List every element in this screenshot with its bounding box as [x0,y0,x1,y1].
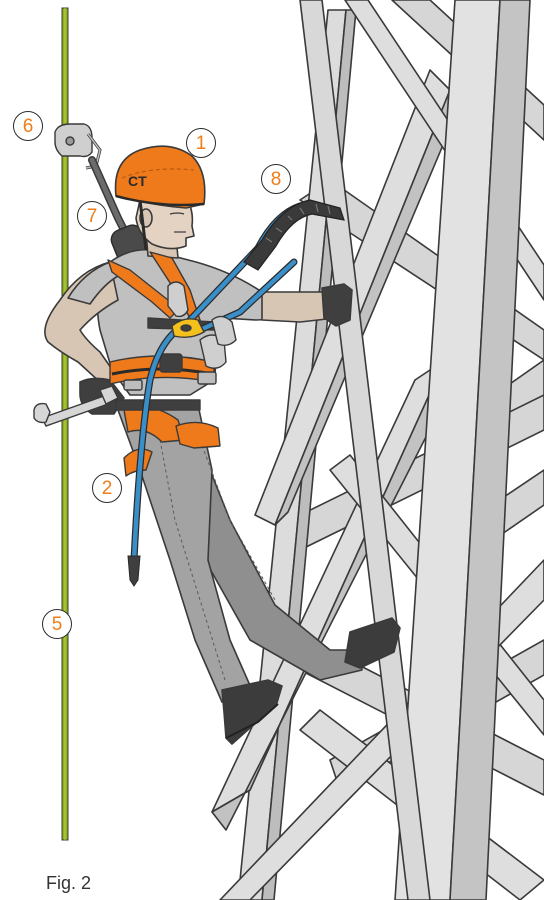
callout-6: 6 [13,111,43,141]
helmet: CT [116,146,205,208]
helmet-logo: CT [128,173,147,189]
callout-5: 5 [42,609,72,639]
pylon-structure [212,0,544,900]
callout-2: 2 [92,473,122,503]
harness-leg-loop [176,422,220,448]
callout-7: 7 [77,201,107,231]
callout-1: 1 [186,128,216,158]
callout-8: 8 [261,164,291,194]
climber-glove-right [322,284,352,326]
figure-caption: Fig. 2 [46,873,91,894]
